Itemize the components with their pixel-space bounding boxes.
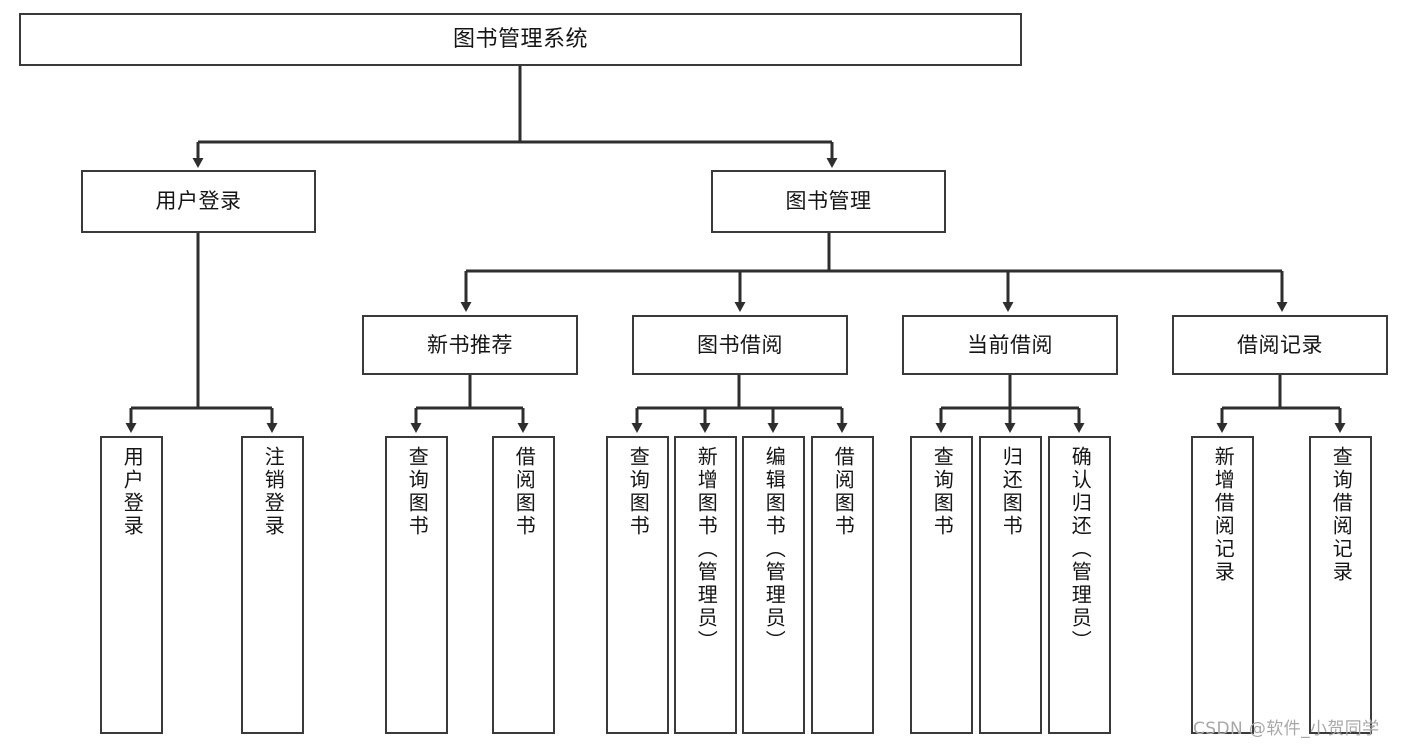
node-user-login[interactable]: 用户登录: [81, 170, 316, 233]
node-label: 图书管理系统: [452, 26, 588, 52]
leaf-current-return-book[interactable]: 归还图书: [979, 436, 1042, 734]
node-label: 查询图书: [930, 446, 955, 538]
leaf-recommend-borrow-book[interactable]: 借阅图书: [492, 436, 555, 734]
leaf-record-add-record[interactable]: 新增借阅记录: [1191, 436, 1254, 734]
node-label: 借阅记录: [1237, 332, 1323, 357]
node-root-library-system[interactable]: 图书管理系统: [19, 13, 1022, 66]
node-borrow-record[interactable]: 借阅记录: [1172, 315, 1388, 375]
leaf-borrow-edit-book-admin[interactable]: 编辑图书（管理员）: [742, 436, 805, 734]
node-label: 用户登录: [120, 446, 145, 538]
node-label: 查询图书: [405, 446, 430, 538]
csdn-watermark: CSDN @软件_小贺同学: [1193, 719, 1380, 739]
node-book-borrow[interactable]: 图书借阅: [632, 315, 848, 375]
leaf-current-query-book[interactable]: 查询图书: [910, 436, 973, 734]
node-label: 用户登录: [155, 189, 242, 214]
node-label: 新增图书（管理员）: [694, 446, 719, 653]
node-label: 确认归还（管理员）: [1068, 446, 1093, 653]
node-label: 归还图书: [999, 446, 1024, 538]
node-label: 查询图书: [626, 446, 651, 538]
node-label: 查询借阅记录: [1329, 446, 1354, 584]
node-label: 注销登录: [261, 446, 286, 538]
node-label: 新书推荐: [427, 332, 513, 357]
node-new-book-recommend[interactable]: 新书推荐: [362, 315, 578, 375]
leaf-current-confirm-return-admin[interactable]: 确认归还（管理员）: [1048, 436, 1111, 734]
node-current-borrow[interactable]: 当前借阅: [902, 315, 1118, 375]
leaf-borrow-borrow-book[interactable]: 借阅图书: [811, 436, 874, 734]
node-book-management[interactable]: 图书管理: [711, 170, 946, 233]
node-label: 借阅图书: [831, 446, 856, 538]
leaf-user-login-signout[interactable]: 注销登录: [241, 436, 304, 734]
node-label: 编辑图书（管理员）: [762, 446, 787, 653]
node-label: 当前借阅: [967, 332, 1053, 357]
leaf-borrow-add-book-admin[interactable]: 新增图书（管理员）: [674, 436, 737, 734]
node-label: 图书管理: [785, 189, 872, 214]
node-label: 借阅图书: [512, 446, 537, 538]
leaf-borrow-query-book[interactable]: 查询图书: [606, 436, 669, 734]
leaf-user-login-signin[interactable]: 用户登录: [100, 436, 163, 734]
node-label: 新增借阅记录: [1211, 446, 1236, 584]
leaf-record-query-record[interactable]: 查询借阅记录: [1309, 436, 1372, 734]
leaf-recommend-query-book[interactable]: 查询图书: [385, 436, 448, 734]
node-label: 图书借阅: [697, 332, 783, 357]
